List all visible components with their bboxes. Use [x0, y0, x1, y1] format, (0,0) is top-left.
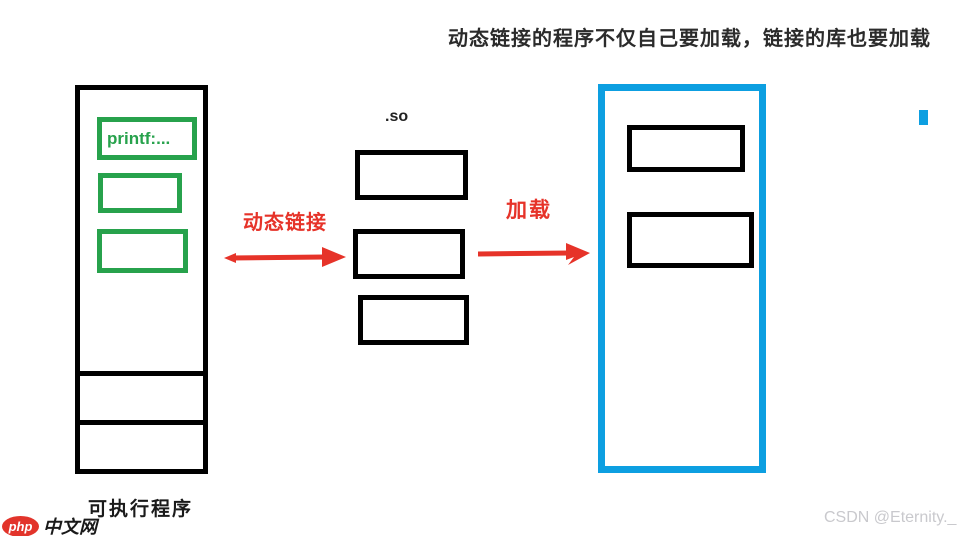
dynamic-link-arrow-icon: [224, 247, 346, 267]
library-block-1: [355, 150, 468, 200]
load-label: 加载: [506, 199, 552, 222]
csdn-watermark: CSDN @Eternity._: [824, 509, 957, 526]
php-site-text: 中文网: [43, 517, 97, 536]
dynamic-link-label: 动态链接: [243, 212, 327, 234]
printf-symbol-box: printf:...: [97, 117, 197, 160]
blue-cursor-mark: [919, 110, 928, 125]
shared-library-label: .so: [385, 108, 409, 125]
title-text: 动态链接的程序不仅自己要加载，链接的库也要加载: [448, 28, 931, 50]
section-divider-2: [80, 420, 203, 425]
load-arrow-icon: [478, 243, 590, 265]
loaded-block-1: [627, 125, 745, 172]
php-logo-text: php: [8, 518, 33, 534]
library-block-3: [358, 295, 469, 345]
symbol-box-2: [98, 173, 182, 213]
executable-label: 可执行程序: [88, 499, 194, 520]
printf-label: printf:...: [107, 128, 171, 148]
section-divider-1: [80, 371, 203, 376]
library-block-2: [353, 229, 465, 279]
php-site-logo: php 中文网: [2, 513, 97, 536]
loaded-block-2: [627, 212, 754, 268]
memory-box: [598, 84, 766, 473]
php-logo-icon: php: [2, 515, 39, 536]
symbol-box-3: [97, 229, 188, 273]
executable-box: printf:...: [75, 85, 208, 474]
